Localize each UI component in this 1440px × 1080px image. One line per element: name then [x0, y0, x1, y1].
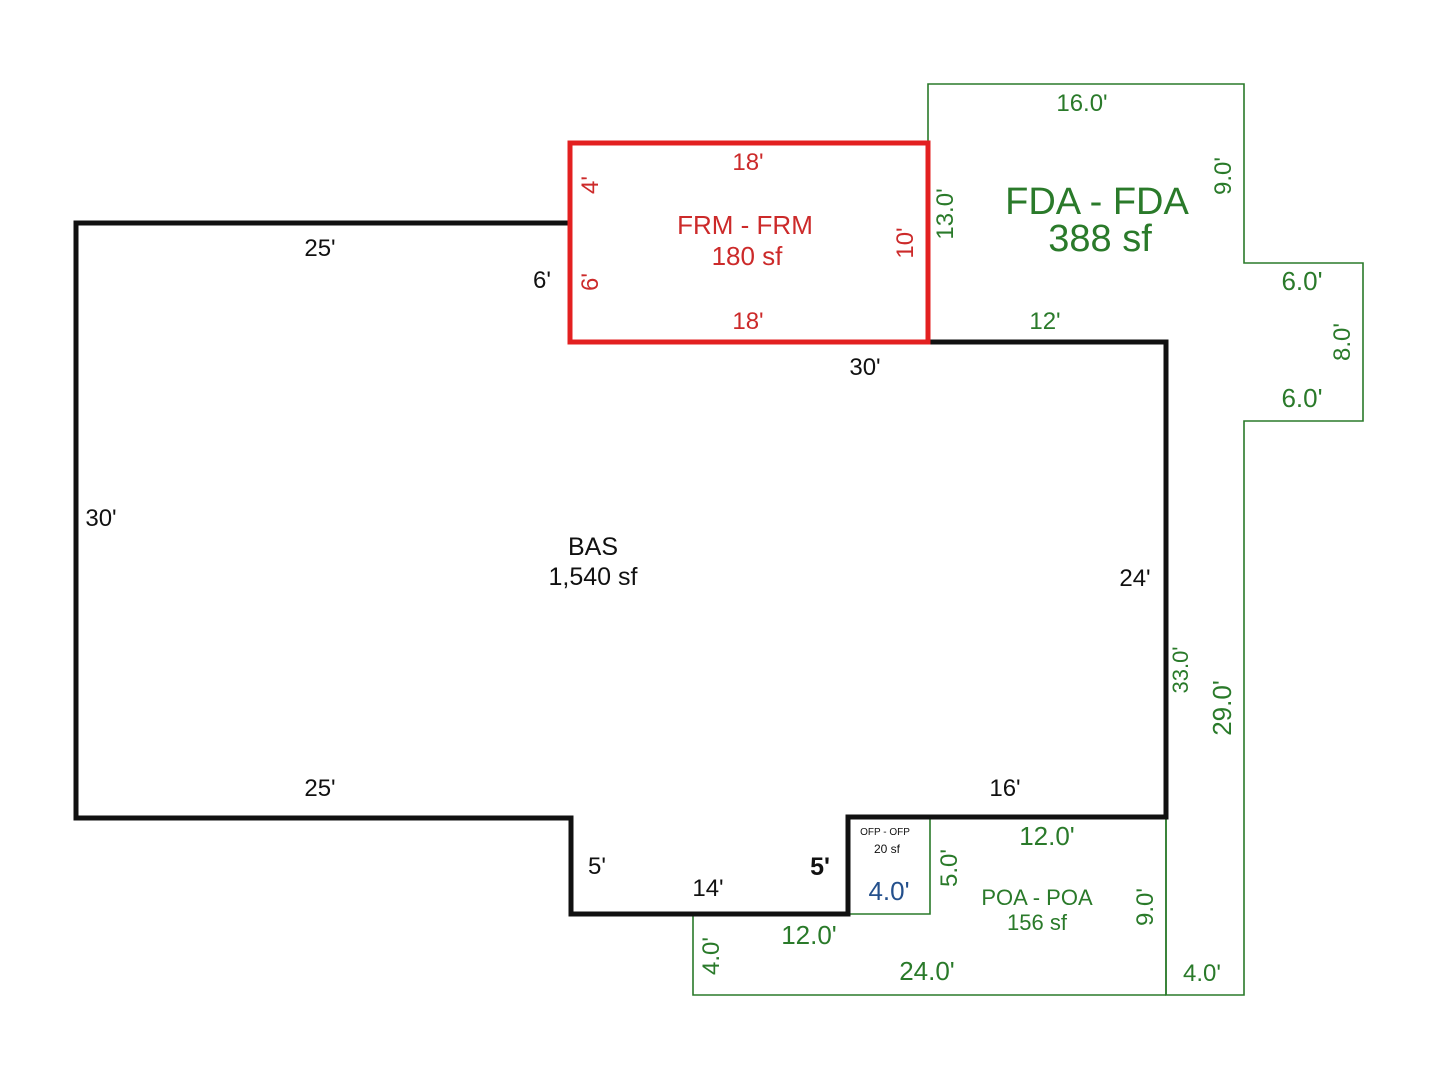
- ofp-name: OFP - OFP: [860, 827, 910, 838]
- dim-frm-left-upper: 4': [577, 176, 604, 194]
- frm-outline: [567, 140, 931, 345]
- poa-name: POA - POA: [981, 885, 1093, 910]
- dim-poa-left: 5.0': [936, 849, 963, 887]
- dim-bas-notch-right: 5': [810, 853, 830, 881]
- dim-poa-bottom: 24.0': [899, 956, 955, 986]
- dim-bas-left: 30': [85, 505, 116, 532]
- dim-fda-ledge-bottom: 6.0': [1281, 383, 1322, 413]
- fda-outline: [927, 83, 1364, 996]
- dim-bas-bottom-right: 16': [989, 775, 1020, 802]
- dim-fda-right-upper: 9.0': [1210, 157, 1237, 195]
- frm-name: FRM - FRM: [677, 210, 813, 240]
- dim-fda-inner-bottom: 12': [1029, 308, 1060, 335]
- frm-area: 180 sf: [712, 241, 784, 271]
- dim-bas-notch-left: 5': [588, 853, 606, 880]
- dim-fda-inner-right: 33.0': [1168, 646, 1193, 693]
- dim-bas-bottom-left: 25': [304, 775, 335, 802]
- dim-bas-step: 6': [533, 267, 551, 294]
- dim-bas-top: 25': [304, 235, 335, 262]
- dim-frm-top: 18': [732, 149, 763, 176]
- ofp-outline: [850, 818, 931, 915]
- dim-poa-top: 12.0': [1019, 821, 1075, 851]
- dim-fda-ledge-top: 6.0': [1281, 266, 1322, 296]
- dim-frm-bottom: 18': [732, 308, 763, 335]
- dim-ofp-bottom: 4.0': [868, 876, 909, 906]
- dim-fda-bottom-corner: 4.0': [1183, 960, 1221, 987]
- dim-bas-right: 24': [1119, 565, 1150, 592]
- dim-fda-ledge-side: 8.0': [1329, 323, 1356, 361]
- dim-fda-inner-left: 13.0': [932, 188, 959, 239]
- dim-frm-right: 10': [892, 227, 919, 258]
- bas-outline: [73, 220, 1169, 917]
- dim-poa-lower-left: 4.0': [698, 937, 725, 975]
- dim-fda-right-long: 29.0': [1207, 680, 1237, 736]
- bas-area: 1,540 sf: [549, 563, 638, 591]
- bas-name: BAS: [568, 533, 618, 561]
- ofp-area: 20 sf: [874, 842, 901, 856]
- dim-frm-left-lower: 6': [577, 273, 604, 291]
- fda-name: FDA - FDA: [1005, 181, 1189, 223]
- poa-area: 156 sf: [1007, 910, 1068, 935]
- dim-fda-top: 16.0': [1056, 90, 1107, 117]
- dim-poa-inner-bottom: 12.0': [781, 920, 837, 950]
- dim-poa-right: 9.0': [1132, 888, 1159, 926]
- fda-area: 388 sf: [1048, 218, 1152, 260]
- dim-bas-notch-bottom: 14': [692, 875, 723, 902]
- dim-bas-mid-top: 30': [849, 354, 880, 381]
